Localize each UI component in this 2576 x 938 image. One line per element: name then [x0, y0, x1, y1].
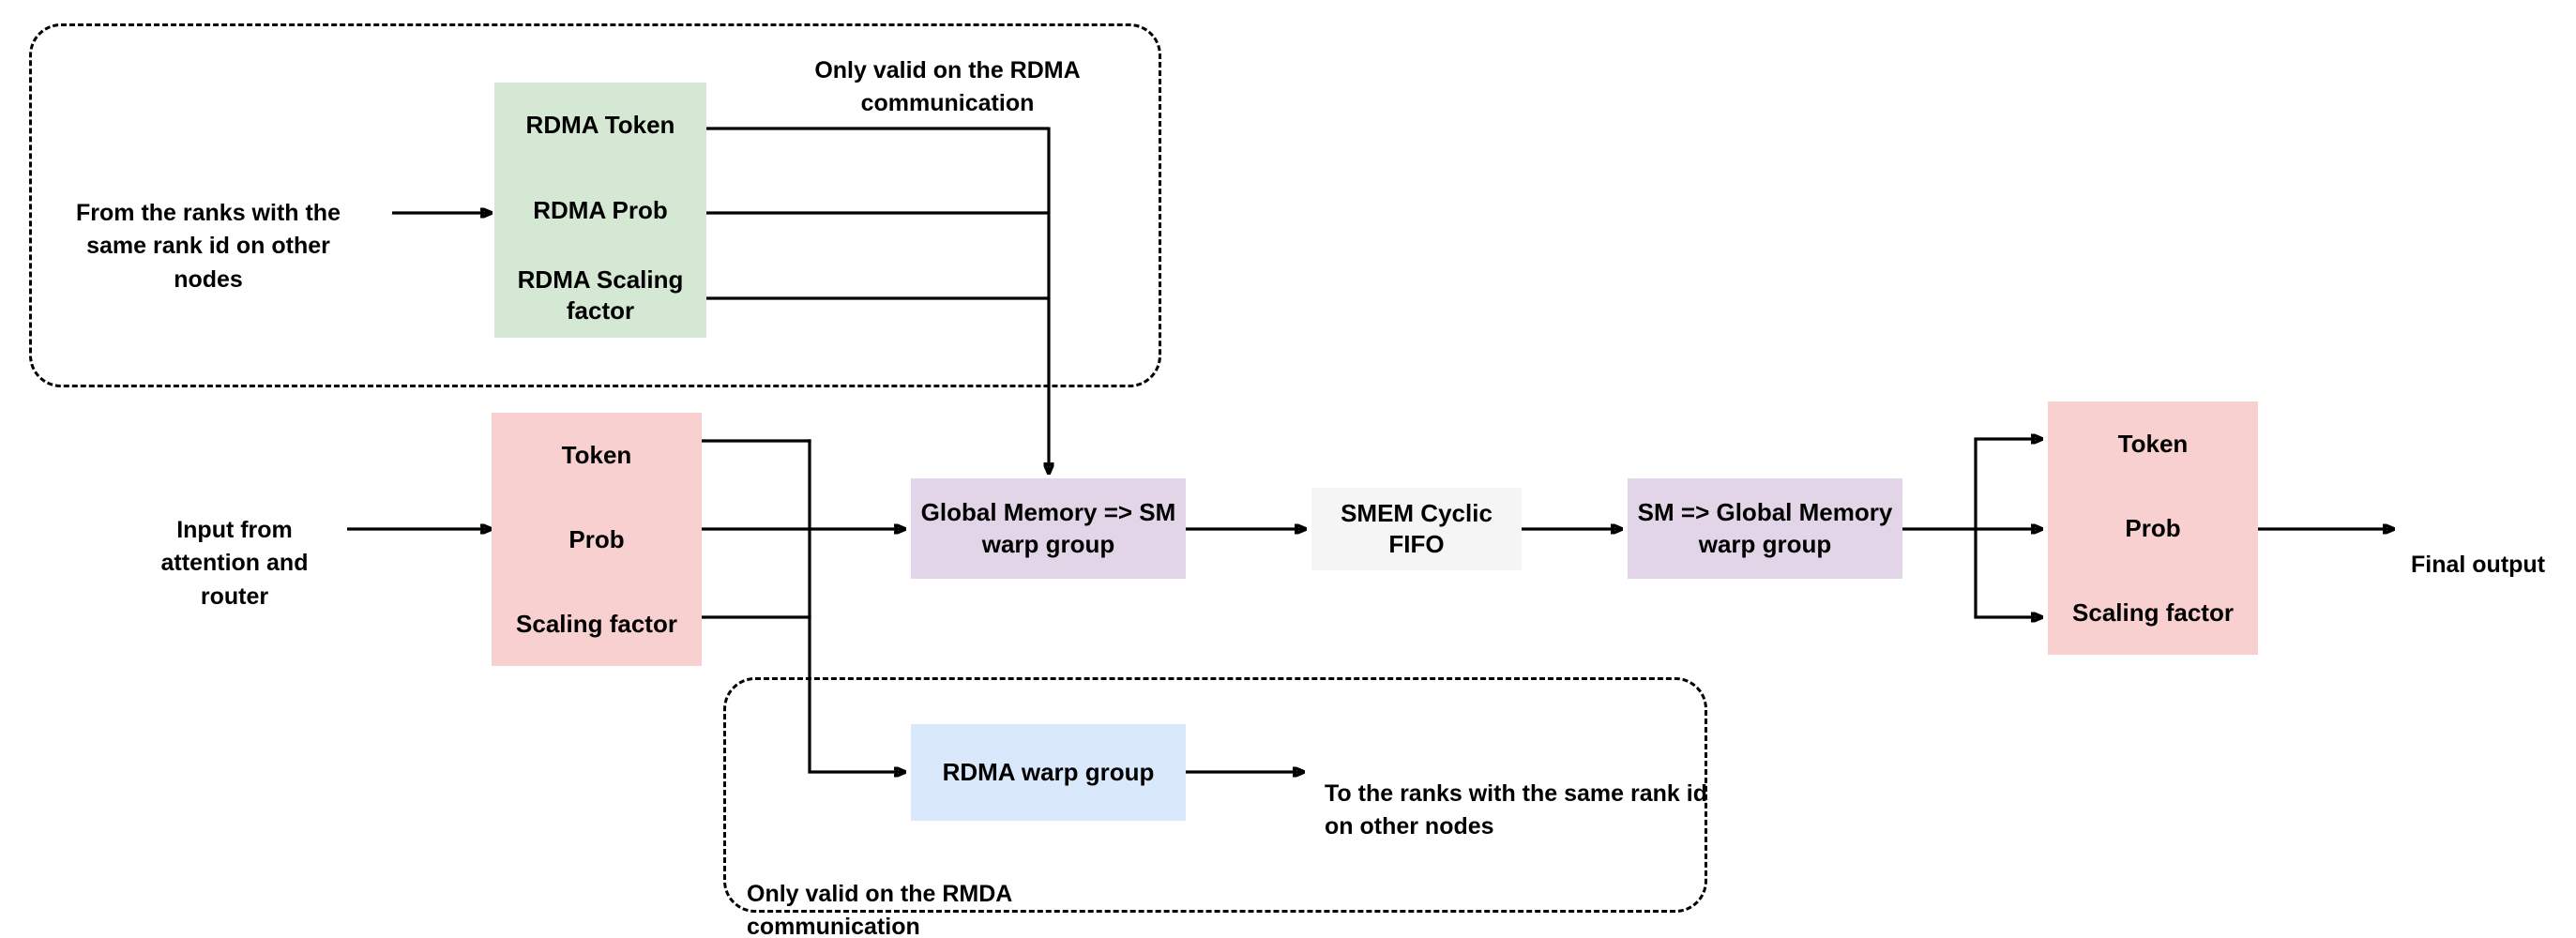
label-from-the-ranks-text: From the ranks with the same rank id on … — [76, 199, 341, 293]
local-input-label-scaling-factor: Scaling factor — [516, 609, 677, 638]
global-memory-to-sm-warp-group[interactable]: Global Memory => SM warp group — [911, 478, 1186, 579]
sm-to-global-memory-warp-group[interactable]: SM => Global Memory warp group — [1628, 478, 1902, 579]
group-rdma-send-caption-text: Only valid on the RMDA communication — [747, 880, 1012, 938]
rdma-warp-group-label: RDMA warp group — [942, 757, 1155, 786]
smem-cyclic-fifo[interactable]: SMEM Cyclic FIFO — [1311, 488, 1522, 570]
smem-cyclic-fifo-label: SMEM Cyclic FIFO — [1341, 498, 1493, 558]
rdma-input-stack[interactable]: RDMA Token RDMA Prob RDMA Scaling factor — [494, 83, 706, 338]
label-from-the-ranks: From the ranks with the same rank id on … — [58, 163, 358, 296]
output-cell-scaling-factor: Scaling factor — [2048, 570, 2258, 655]
rdma-input-cell-token: RDMA Token — [494, 83, 706, 168]
label-to-the-ranks: To the ranks with the same rank id on ot… — [1325, 744, 1719, 844]
label-final-output: Final output — [2411, 515, 2576, 582]
rdma-input-label-prob: RDMA Prob — [533, 195, 668, 224]
label-to-the-ranks-text: To the ranks with the same rank id on ot… — [1325, 779, 1707, 840]
group-rdma-send-caption: Only valid on the RMDA communication — [747, 844, 1122, 938]
local-input-label-prob: Prob — [568, 524, 625, 553]
rdma-warp-group[interactable]: RDMA warp group — [911, 724, 1186, 821]
local-input-label-token: Token — [561, 440, 632, 469]
rdma-input-label-token: RDMA Token — [525, 111, 675, 140]
rdma-input-cell-scaling-factor: RDMA Scaling factor — [494, 252, 706, 338]
group-rdma-receive-caption: Only valid on the RDMA communication — [760, 21, 1135, 121]
local-input-cell-prob: Prob — [492, 497, 702, 582]
output-label-prob: Prob — [2125, 513, 2181, 542]
output-cell-token: Token — [2048, 401, 2258, 486]
group-rdma-receive — [29, 23, 1161, 387]
group-rdma-receive-caption-text: Only valid on the RDMA communication — [814, 56, 1081, 117]
local-input-cell-scaling-factor: Scaling factor — [492, 582, 702, 666]
local-input-stack[interactable]: Token Prob Scaling factor — [492, 413, 702, 666]
output-stack[interactable]: Token Prob Scaling factor — [2048, 401, 2258, 655]
label-final-output-text: Final output — [2411, 551, 2546, 578]
label-input-from-attention-and-router-text: Input from attention and router — [160, 516, 309, 610]
output-label-scaling-factor: Scaling factor — [2072, 598, 2234, 627]
group-rdma-send — [723, 677, 1707, 913]
local-input-cell-token: Token — [492, 413, 702, 497]
rdma-input-label-scaling-factor: RDMA Scaling factor — [517, 265, 684, 325]
sm-to-global-memory-label: SM => Global Memory warp group — [1637, 498, 1893, 558]
output-cell-prob: Prob — [2048, 486, 2258, 570]
output-label-token: Token — [2117, 429, 2189, 458]
global-memory-to-sm-label: Global Memory => SM warp group — [920, 498, 1176, 558]
label-input-from-attention-and-router: Input from attention and router — [124, 480, 345, 613]
rdma-input-cell-prob: RDMA Prob — [494, 168, 706, 253]
